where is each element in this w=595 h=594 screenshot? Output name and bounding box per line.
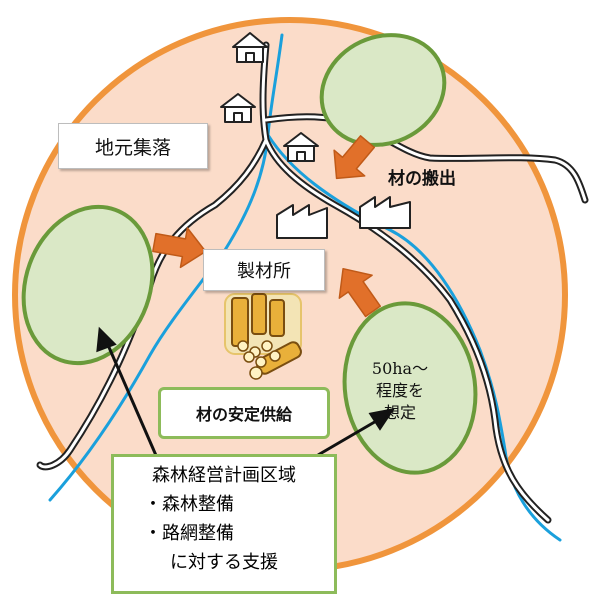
flow-arrows xyxy=(152,135,382,318)
support-box: 森林経営計画区域 ・森林整備 ・路網整備 に対する支援 xyxy=(111,454,337,594)
house-icon xyxy=(232,32,268,63)
pointer-arrows xyxy=(96,326,396,461)
support-title: 森林経営計画区域 xyxy=(152,465,296,486)
house-icon xyxy=(220,93,256,123)
stable-supply-label: 材の安定供給 xyxy=(158,387,330,439)
house-icons xyxy=(220,32,319,162)
sawmill-label: 製材所 xyxy=(203,249,325,291)
forest-right xyxy=(342,301,478,475)
house-icon xyxy=(283,132,319,162)
forest-left xyxy=(21,204,155,366)
forest-scale-label: 50ha～ 程度を 想定 xyxy=(352,358,448,424)
support-footer: に対する支援 xyxy=(170,552,278,573)
factory-icons xyxy=(276,196,411,239)
arrow-from-forest-top xyxy=(333,135,376,180)
factory-icon xyxy=(359,196,411,229)
factory-icon xyxy=(276,204,328,239)
village-label: 地元集落 xyxy=(58,123,208,169)
support-item-road: ・路網整備 xyxy=(144,523,234,544)
support-item-forest: ・森林整備 xyxy=(144,494,234,515)
forest-areas xyxy=(21,33,478,475)
scale-line-2: 程度を xyxy=(375,381,424,400)
haul-out-label: 材の搬出 xyxy=(388,169,456,189)
forest-top-right xyxy=(319,33,447,147)
scale-line-3: 想定 xyxy=(383,403,416,422)
scale-line-1: 50ha～ xyxy=(371,359,429,378)
arrow-from-forest-left xyxy=(152,227,207,269)
log-pile-icon xyxy=(224,293,302,380)
arrow-from-forest-right xyxy=(338,267,382,318)
